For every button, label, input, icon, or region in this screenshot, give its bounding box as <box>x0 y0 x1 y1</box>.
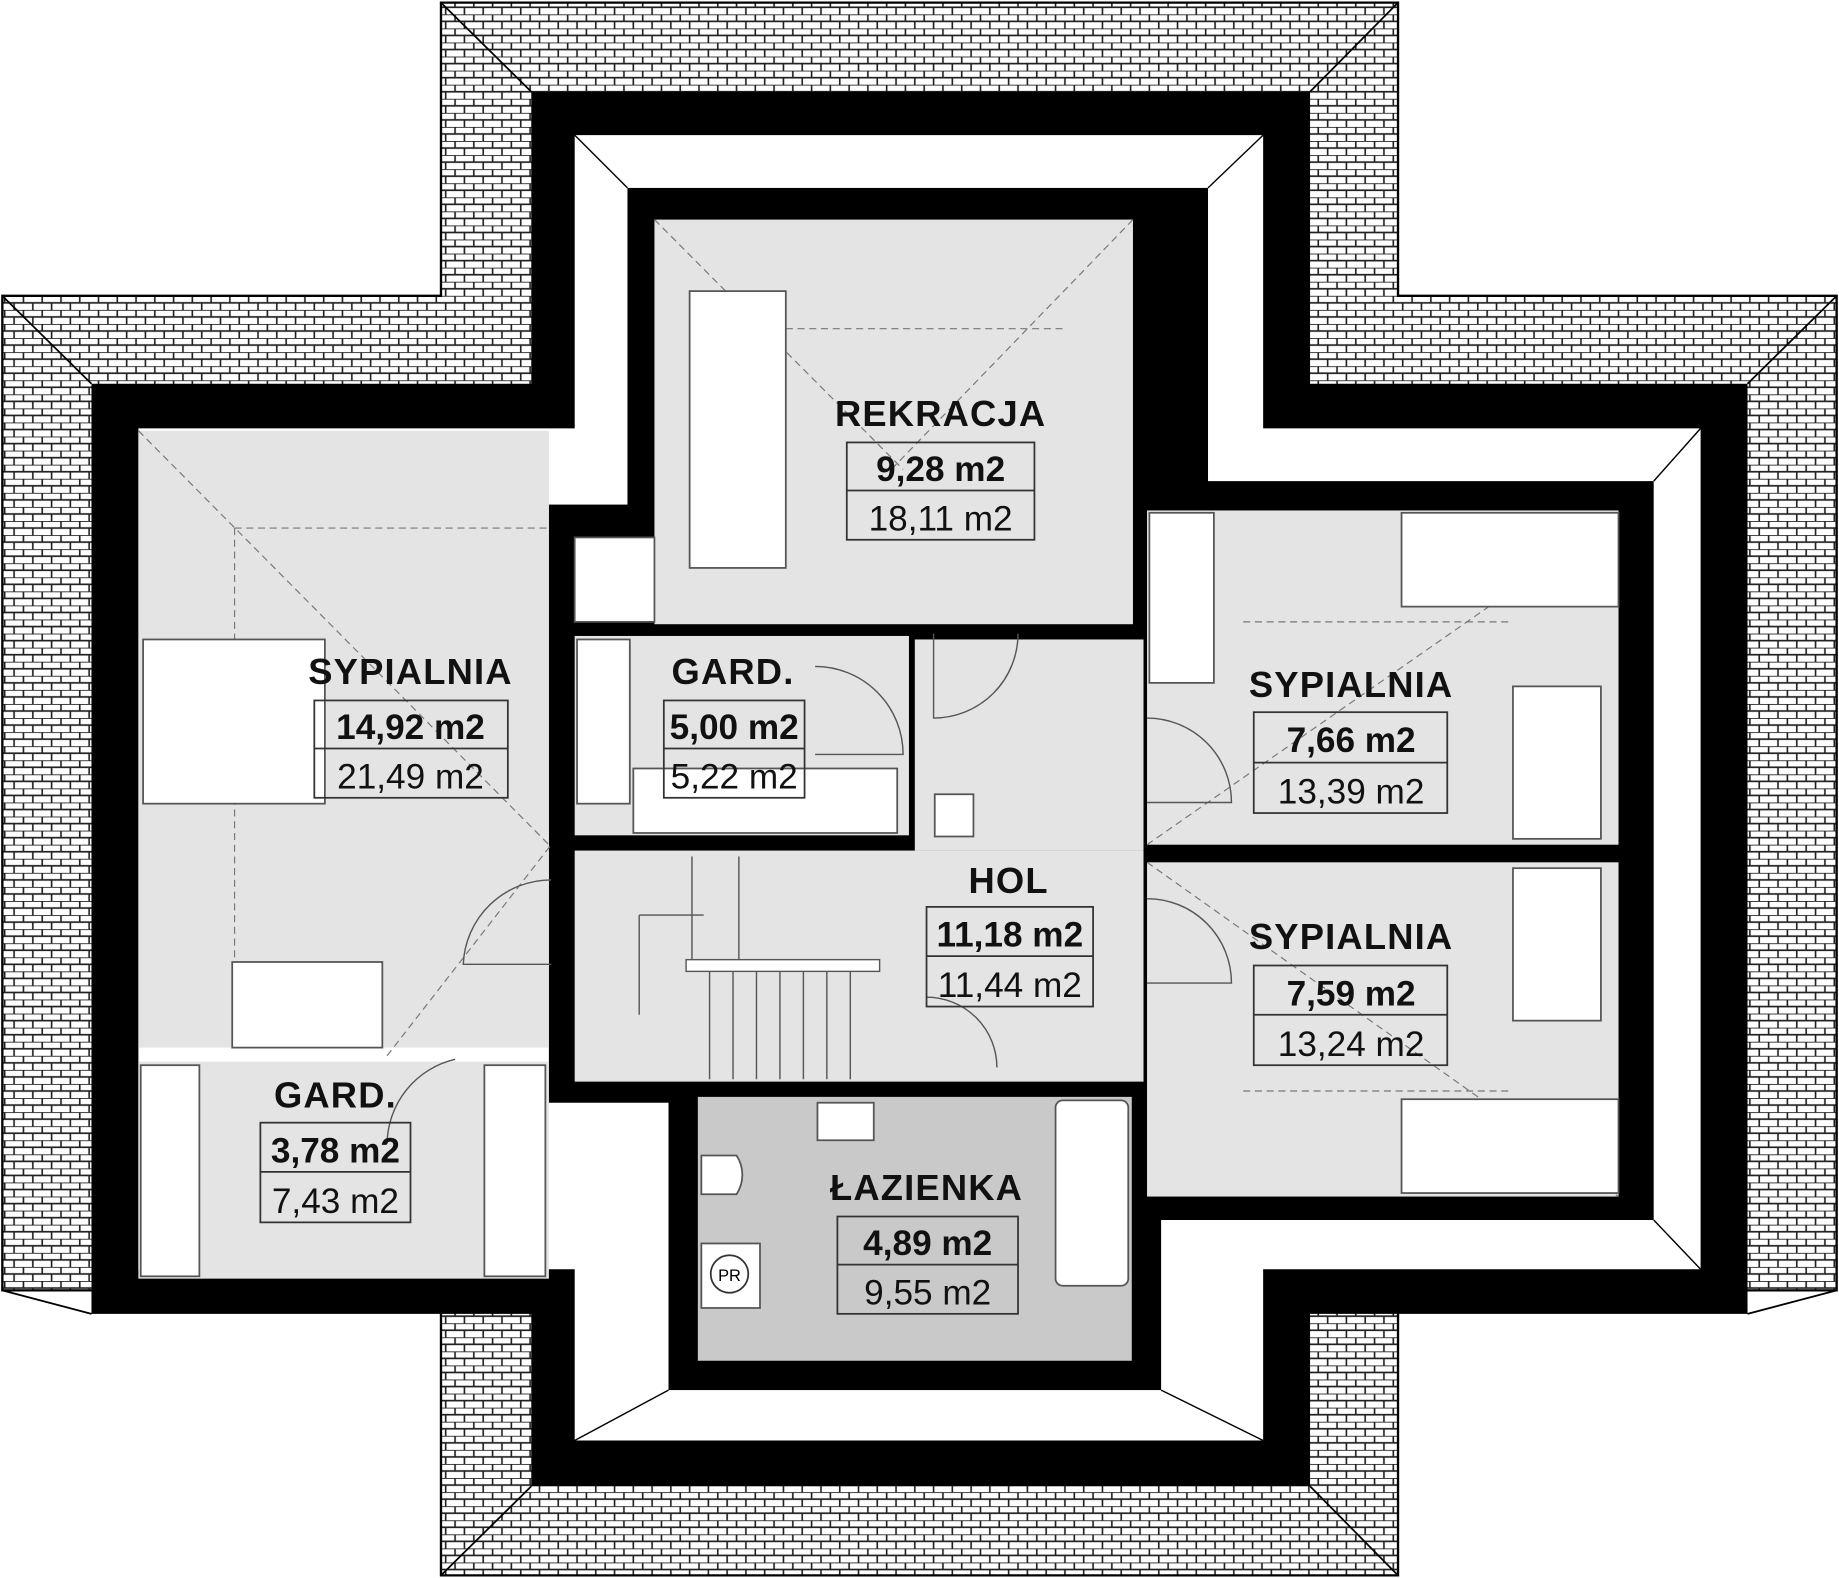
room-name: GARD. <box>672 651 795 692</box>
room-name: SYPIALNIA <box>308 651 512 692</box>
room-label-sypialnia-right-top: SYPIALNIA 7,66 m2 13,39 m2 <box>1249 664 1453 814</box>
room-usable-area: 7,66 m2 <box>1287 721 1416 760</box>
room-label-rekreacja: REKRACJA 9,28 m2 18,11 m2 <box>835 393 1046 541</box>
room-label-sypialnia-right-bottom: SYPIALNIA 7,59 m2 13,24 m2 <box>1249 916 1453 1067</box>
room-name: SYPIALNIA <box>1249 916 1453 957</box>
room-name: HOL <box>969 860 1049 901</box>
furniture <box>139 290 1620 1287</box>
room-label-hol: HOL 11,18 m2 11,44 m2 <box>925 860 1094 1008</box>
room-total-area: 18,11 m2 <box>869 499 1013 538</box>
room-total-area: 7,43 m2 <box>272 1182 399 1221</box>
room-name: GARD. <box>274 1074 397 1115</box>
doors <box>386 633 1233 1144</box>
room-usable-area: 5,00 m2 <box>670 708 799 747</box>
room-usable-area: 11,18 m2 <box>936 916 1083 955</box>
room-name: REKRACJA <box>835 393 1046 434</box>
washer-icon: PR <box>700 1242 761 1309</box>
room-label-gard-left: GARD. 3,78 m2 7,43 m2 <box>259 1074 412 1224</box>
room-label-sypialnia-left: SYPIALNIA 14,92 m2 21,49 m2 <box>308 651 512 799</box>
room-usable-area: 9,28 m2 <box>876 450 1005 489</box>
room-usable-area: 4,89 m2 <box>863 1224 992 1263</box>
room-total-area: 13,24 m2 <box>1278 1025 1425 1064</box>
room-label-lazienka: ŁAZIENKA 4,89 m2 9,55 m2 <box>830 1167 1023 1315</box>
room-usable-area: 7,59 m2 <box>1287 974 1416 1013</box>
room-total-area: 11,44 m2 <box>938 966 1082 1005</box>
stairs <box>638 856 881 1080</box>
room-total-area: 21,49 m2 <box>337 757 484 796</box>
washer-label: PR <box>718 1267 741 1285</box>
room-label-gard-middle: GARD. 5,00 m2 5,22 m2 <box>662 651 806 799</box>
room-usable-area: 14,92 m2 <box>336 708 485 747</box>
room-total-area: 9,55 m2 <box>864 1273 991 1312</box>
room-gard-left <box>138 1061 549 1279</box>
room-name: SYPIALNIA <box>1249 664 1453 705</box>
low-space-lines <box>574 134 1702 1442</box>
room-usable-area: 3,78 m2 <box>271 1132 400 1171</box>
room-total-area: 13,39 m2 <box>1278 773 1425 812</box>
room-name: ŁAZIENKA <box>830 1167 1023 1208</box>
room-total-area: 5,22 m2 <box>671 757 798 796</box>
